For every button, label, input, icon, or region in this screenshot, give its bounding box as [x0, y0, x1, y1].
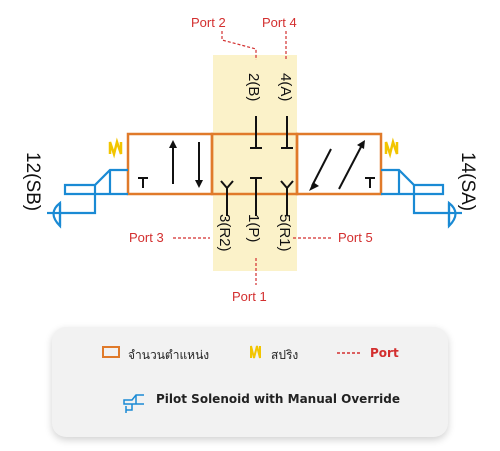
side-label-left: 12(SB) [22, 152, 43, 211]
spring-right [384, 137, 399, 159]
legend-solenoid-label: Pilot Solenoid with Manual Override [156, 392, 400, 406]
solenoid-right-icon [381, 168, 462, 229]
port-2b-label: 2(B) [245, 73, 262, 101]
port-1p-label: 1(P) [245, 214, 262, 242]
legend-spring-label: สปริง [271, 348, 299, 362]
port-2-tag: Port 2 [191, 15, 226, 30]
port-3-tag: Port 3 [129, 230, 164, 245]
port-5-tag: Port 5 [338, 230, 373, 245]
position-box-icon [102, 346, 120, 358]
center-box-symbols [220, 116, 294, 216]
legend-card: จำนวนตำแหน่ง สปริง Port Pilot Solenoid w… [52, 327, 448, 437]
legend-port-label: Port [370, 346, 399, 360]
port-1-tag: Port 1 [232, 289, 267, 304]
right-box-symbols [309, 140, 375, 191]
port-3r2-label: 3(R2) [216, 214, 233, 252]
left-box-symbols [138, 140, 203, 188]
port-4a-label: 4(A) [277, 73, 294, 101]
port-4-tag: Port 4 [262, 15, 297, 30]
spring-left [108, 137, 123, 159]
port-leaders [173, 31, 333, 285]
dashed-line-icon [337, 352, 361, 354]
solenoid-left-icon [47, 168, 128, 229]
side-label-right: 14(SA) [457, 152, 478, 211]
legend-positions-label: จำนวนตำแหน่ง [128, 348, 210, 362]
spring-icon [250, 345, 261, 359]
valve-box-right [295, 132, 383, 196]
port-5r1-label: 5(R1) [276, 214, 293, 252]
solenoid-icon [123, 394, 144, 413]
highlight-band [213, 55, 297, 271]
